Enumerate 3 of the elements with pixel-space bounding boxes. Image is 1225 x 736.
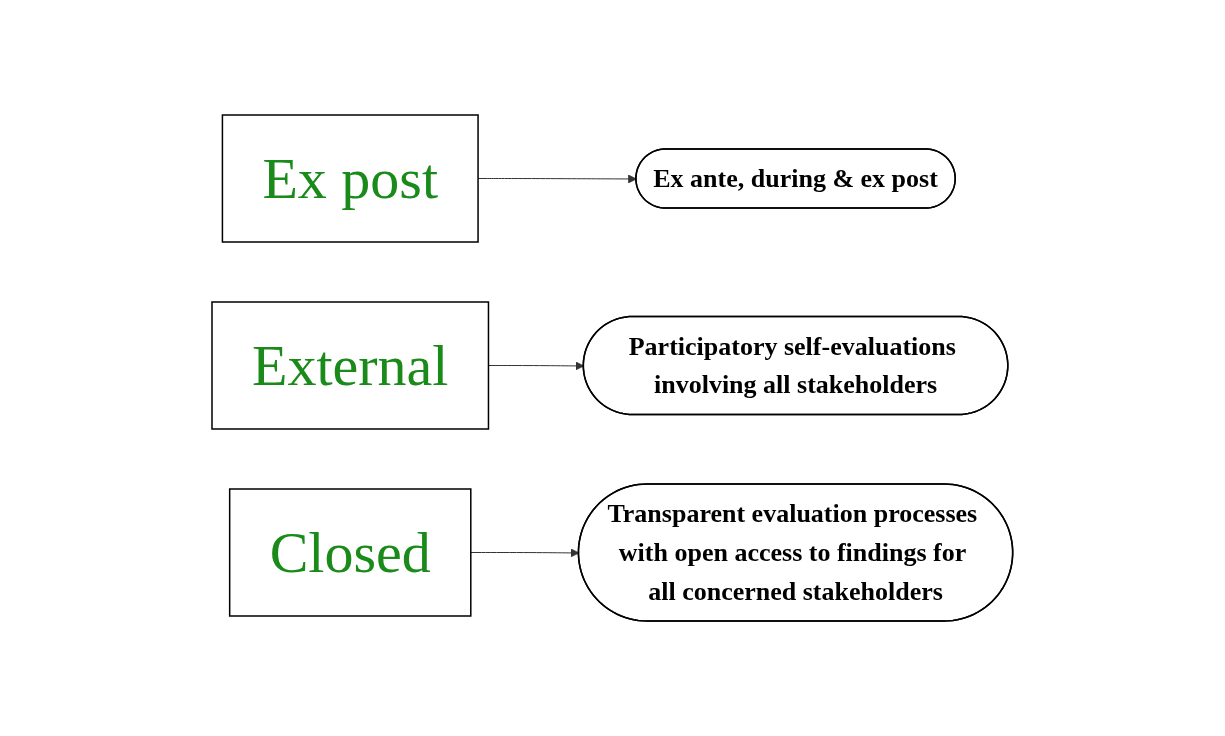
node-box: Ex post: [221, 114, 479, 243]
node-box: External: [211, 301, 490, 430]
node-box: Closed: [229, 488, 472, 617]
